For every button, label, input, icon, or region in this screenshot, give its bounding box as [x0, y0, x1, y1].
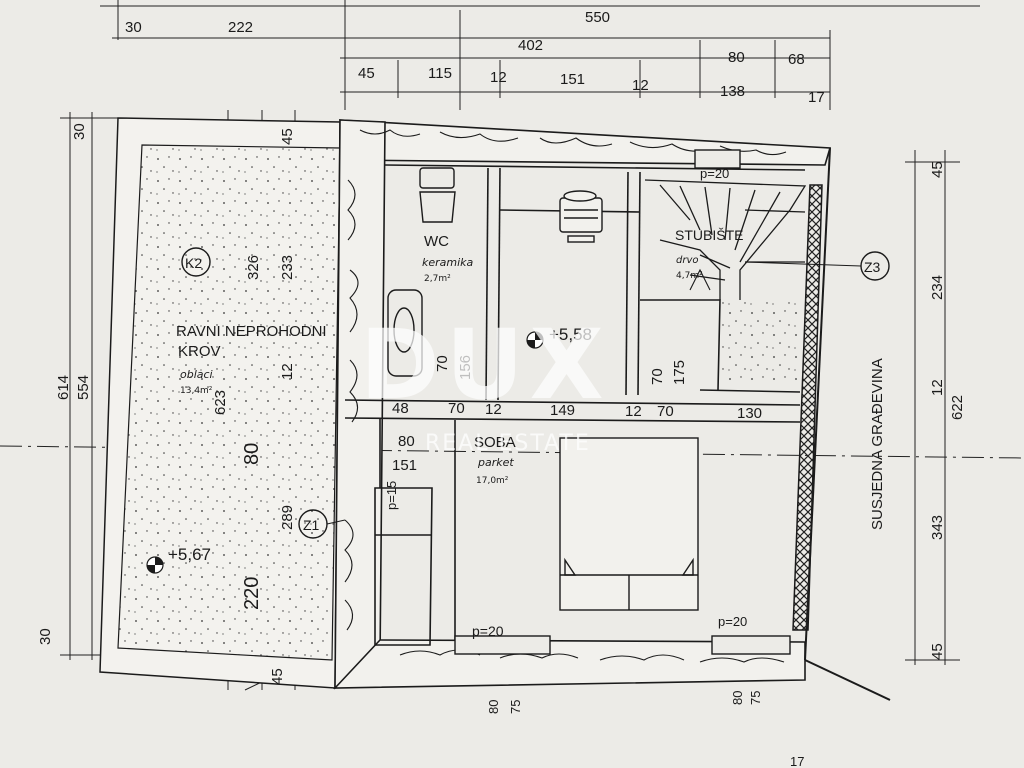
tag-leader-z3: [744, 261, 862, 267]
dim-vert-75-bottom-left: 75: [508, 700, 523, 714]
sill-bottom-right: p=20: [718, 614, 747, 629]
stair-floor: drvo: [676, 255, 699, 266]
dim-top-80: 80: [728, 49, 745, 66]
tag-leader-z1: [326, 519, 346, 525]
level-roof: +5,67: [168, 545, 211, 564]
party-wall-hatch: [792, 184, 823, 631]
dim-vert-175: 175: [671, 360, 688, 385]
level-marker-symbol-roof: [146, 556, 164, 574]
level-upper: +5,58: [549, 325, 592, 344]
stone-texture: [344, 129, 787, 663]
dim-vert-80-bottom-right: 80: [730, 691, 745, 705]
dim-mid-149: 149: [550, 402, 575, 419]
stove-symbol: [559, 190, 603, 243]
dim-bottom-right-17: 17: [790, 754, 804, 768]
dim-inner-326: 326: [245, 255, 262, 280]
dim-right-622: 622: [949, 395, 966, 420]
dim-left-30-top: 30: [71, 123, 88, 140]
dim-vert-75-bottom-right: 75: [748, 691, 763, 705]
soba-area: 17,0m²: [476, 476, 509, 486]
dim-top-550: 550: [585, 9, 610, 26]
soba-floor: parket: [477, 456, 514, 469]
dim-top-222: 222: [228, 19, 253, 36]
dim-left-614: 614: [55, 375, 72, 400]
section-axis-line: [0, 445, 1024, 459]
top-dimension-lines: [100, 0, 980, 110]
flat-roof: [99, 117, 341, 689]
dim-mid-130: 130: [737, 405, 762, 422]
right-dimension-lines: [905, 150, 960, 665]
dim-top-12b: 12: [632, 77, 649, 94]
dim-right-45-bottom: 45: [929, 643, 946, 660]
dim-top-12a: 12: [490, 69, 507, 86]
sill-bottom-left: p=20: [472, 623, 504, 639]
tag-circle-k2: [181, 247, 211, 277]
dim-vert-70b: 70: [649, 368, 666, 385]
level-marker-symbol-upper: [526, 331, 544, 349]
dim-mid-12b: 12: [625, 403, 642, 420]
interior-partitions: [344, 164, 806, 646]
dim-top-17: 17: [808, 89, 825, 106]
tag-z1: Z1: [303, 517, 320, 533]
tag-k2: K2: [185, 255, 202, 271]
dim-right-343: 343: [929, 515, 946, 540]
dim-inner-80: 80: [241, 443, 263, 465]
dim-mid-12a: 12: [485, 401, 502, 418]
neighbor-building-label: SUSJEDNA GRAĐEVINA: [869, 358, 886, 530]
stone-walls: [333, 119, 832, 690]
stair-name: STUBIŠTE: [675, 227, 743, 243]
staircase: [644, 179, 807, 300]
dim-vert-70a: 70: [434, 355, 451, 372]
roof-floor: oblaci: [180, 368, 213, 381]
dim-inner-220: 220: [241, 577, 263, 610]
dim-vert-156: 156: [457, 355, 474, 380]
dim-mid-70a: 70: [448, 400, 465, 417]
dim-soba-151: 151: [392, 457, 417, 474]
dim-left-30-bottom: 30: [37, 628, 54, 645]
wc-name: WC: [424, 233, 449, 250]
dim-inner-45-bottom: 45: [269, 668, 286, 685]
wc-area: 2,7m²: [424, 274, 451, 284]
stair-landing-speckle: [722, 300, 797, 385]
dim-inner-12: 12: [279, 363, 296, 380]
window-openings: [454, 149, 791, 655]
double-bed: [559, 437, 699, 611]
roof-area: 13,4m²: [180, 386, 213, 396]
dim-top-138: 138: [720, 83, 745, 100]
dim-mid-70b: 70: [657, 403, 674, 420]
dim-inner-289: 289: [279, 505, 296, 530]
dim-right-45-top: 45: [929, 161, 946, 178]
dim-top-151: 151: [560, 71, 585, 88]
roof-line-1: RAVNI NEPROHODNI: [176, 323, 327, 340]
sill-stair: p=20: [700, 166, 729, 181]
dim-inner-623: 623: [212, 390, 229, 415]
dim-top-45: 45: [358, 65, 375, 82]
dim-right-234: 234: [929, 275, 946, 300]
washbasin-fixture: [387, 289, 423, 377]
sill-soba-left: p=15: [384, 481, 399, 510]
tag-z3: Z3: [864, 259, 881, 275]
watermark-sub: REAL ESTATE: [425, 431, 591, 456]
dim-top-402: 402: [518, 37, 543, 54]
dim-top-68: 68: [788, 51, 805, 68]
stair-area: 4,7m²: [676, 271, 703, 281]
dim-inner-45-top: 45: [279, 128, 296, 145]
dim-mid-48: 48: [392, 400, 409, 417]
watermark-brand: DUX: [360, 309, 610, 421]
dim-right-12: 12: [929, 379, 946, 396]
dim-vert-80-bottom-left: 80: [486, 700, 501, 714]
dim-left-554: 554: [75, 375, 92, 400]
toilet-fixture: [419, 167, 456, 223]
wc-floor: keramika: [422, 256, 474, 269]
roof-line-2: KROV: [178, 343, 221, 360]
dim-soba-80: 80: [398, 433, 415, 450]
soba-name: SOBA: [474, 434, 516, 451]
dim-top-30: 30: [125, 19, 142, 36]
dim-inner-233: 233: [279, 255, 296, 280]
dim-top-115: 115: [428, 65, 452, 82]
